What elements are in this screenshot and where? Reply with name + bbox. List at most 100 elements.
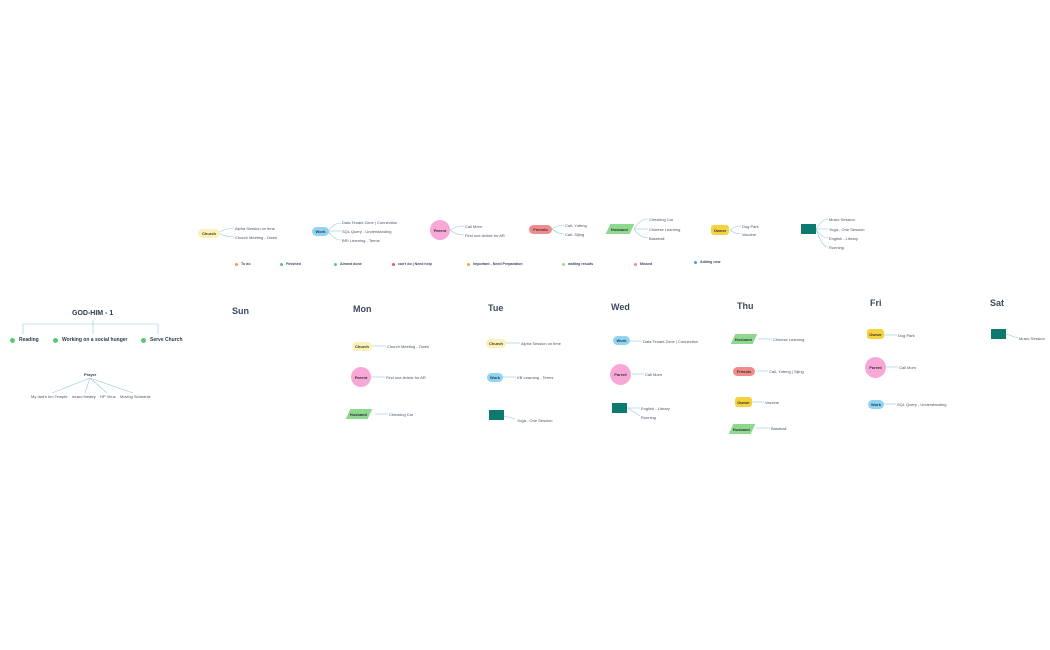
- teal-leaf-4: Running: [829, 245, 844, 250]
- prayer-leaf-1: My dad's hm Temple: [31, 394, 68, 399]
- legend-todo: To do: [235, 262, 251, 266]
- owner-node[interactable]: Owner: [711, 225, 729, 235]
- husband-leaf-1: Checking Car: [649, 217, 674, 222]
- prayer-leaf-4: Moving Schedule: [120, 394, 151, 399]
- parent-leaf-1: Call Mom: [465, 224, 482, 229]
- fri-parent-node[interactable]: Parent: [865, 357, 886, 378]
- legend-adding-dot: [694, 260, 697, 264]
- social-status-dot: [53, 337, 58, 343]
- teal-leaf-1: Music Session: [829, 217, 855, 222]
- owner-label: Owner: [713, 227, 727, 233]
- tue-church-leaf: Alpha Session on time: [521, 341, 561, 346]
- topic-reading[interactable]: Reading: [10, 337, 39, 343]
- legend-finished: Finished: [280, 262, 301, 266]
- teal-node[interactable]: [801, 224, 816, 234]
- tue-church-node[interactable]: Church: [486, 339, 506, 348]
- husband-leaf-3: Baseball: [649, 236, 665, 241]
- legend-todo-label: To do: [241, 262, 251, 266]
- work-leaf-3: BRI Learning - Terms: [342, 238, 380, 243]
- teal-leaf-3: English - Library: [829, 236, 858, 241]
- topic-serve-church[interactable]: Serve Church: [141, 337, 183, 343]
- friends-leaf-2: Call- Sijing: [565, 232, 585, 237]
- thu-friends-leaf: Call- Yufeng | Sijing: [769, 369, 804, 374]
- tue-teal-leaf: Yoga - One Session: [517, 418, 553, 423]
- legend-almost-done: Almost done: [334, 262, 362, 266]
- legend-finished-dot: [280, 262, 283, 266]
- legend-cant-do: can't do | Need help: [392, 262, 432, 266]
- fri-parent-leaf: Call Mom: [899, 365, 916, 370]
- church-label: Church: [202, 231, 216, 236]
- parent-node[interactable]: Parent: [430, 220, 450, 240]
- friends-node[interactable]: Friends: [529, 225, 552, 234]
- sat-teal-leaf: Music Session: [1019, 336, 1045, 341]
- legend-cant-label: can't do | Need help: [398, 262, 432, 266]
- legend-adding-label: Adding new: [700, 260, 721, 264]
- tue-church-label: Church: [489, 341, 503, 346]
- wed-parent-leaf: Call Mom: [645, 372, 662, 377]
- fri-owner-node[interactable]: Owner: [867, 329, 884, 339]
- wed-work-node[interactable]: Work: [613, 336, 630, 345]
- sat-teal-node[interactable]: [991, 329, 1006, 339]
- tue-teal-node[interactable]: [489, 410, 504, 420]
- legend-missed-label: Missed: [640, 262, 653, 266]
- serve-status-dot: [141, 337, 146, 343]
- thu-owner-leaf: Vaccine: [765, 400, 779, 405]
- parent-leaf-2: Find one Article for AR: [465, 233, 505, 238]
- tue-work-node[interactable]: Work: [487, 373, 503, 382]
- mon-church-label: Church: [355, 344, 369, 349]
- legend-important: Important - Need Preparation: [467, 262, 523, 266]
- prayer-leaf-2: music theatry: [72, 394, 96, 399]
- work-leaf-2: SQL Query - Understanding: [342, 229, 392, 234]
- thu-husband2-node[interactable]: Husband: [728, 424, 756, 434]
- work-label: Work: [315, 229, 326, 234]
- friends-label: Friends: [533, 227, 548, 232]
- husband-node[interactable]: Husband: [605, 224, 635, 234]
- mon-parent-leaf: Find one Article for AR: [386, 375, 426, 380]
- mon-parent-node[interactable]: Parent: [351, 367, 371, 387]
- mon-husband-node[interactable]: Husband: [345, 409, 373, 419]
- legend-waiting-label: waiting results: [568, 262, 594, 266]
- thu-husband-node[interactable]: Husband: [730, 334, 758, 344]
- topic-serve-label: Serve Church: [150, 337, 183, 343]
- thu-owner-label: Owner: [737, 399, 750, 405]
- day-sat: Sat: [990, 298, 1005, 308]
- owner-leaf-2: Vaccine: [742, 232, 756, 237]
- mon-church-leaf: Church Meeting - Owen: [387, 344, 430, 349]
- thu-friends-node[interactable]: Friends: [733, 367, 755, 376]
- prayer-leaf-3: HP Virus: [100, 394, 116, 399]
- day-tue: Tue: [488, 303, 504, 313]
- legend-waiting-dot: [562, 262, 565, 266]
- prayer-node[interactable]: Prayer: [84, 372, 97, 377]
- tue-work-label: Work: [490, 375, 500, 380]
- fri-work-node[interactable]: Work: [868, 400, 884, 409]
- fri-owner-leaf: Dog Park: [898, 333, 915, 338]
- church-leaf-1: Alpha Session on time: [235, 226, 275, 231]
- tue-work-leaf: KB Learning - Terms: [517, 375, 554, 380]
- fri-work-leaf: SQL Query - Understanding: [897, 402, 947, 407]
- legend-adding: Adding new: [694, 260, 720, 264]
- topic-social-hunger[interactable]: Working on a social hunger: [53, 337, 127, 343]
- church-node[interactable]: Church: [198, 229, 220, 238]
- legend-todo-dot: [235, 262, 238, 266]
- godhim-title: GOD-HIM - 1: [72, 310, 114, 317]
- wed-teal-node[interactable]: [612, 403, 627, 413]
- wed-teal-leaf-2: Running: [641, 415, 656, 420]
- thu-husband-leaf: Chinese Learning: [773, 337, 805, 342]
- mon-church-node[interactable]: Church: [352, 342, 372, 351]
- wed-parent-label: Parent: [614, 372, 627, 377]
- thu-husband-label: Husband: [735, 336, 753, 342]
- thu-owner-node[interactable]: Owner: [735, 397, 752, 407]
- mon-husband-leaf: Checking Car: [389, 412, 414, 417]
- work-leaf-1: Data Tenant Zone | Connection: [342, 220, 398, 225]
- mon-husband-label: Husband: [350, 411, 368, 417]
- husband-leaf-2: Chinese Learning: [649, 227, 681, 232]
- fri-work-label: Work: [871, 402, 881, 407]
- church-leaf-2: Church Meeting - Owen: [235, 235, 278, 240]
- fri-parent-label: Parent: [869, 365, 882, 370]
- work-node[interactable]: Work: [312, 227, 329, 236]
- wed-parent-node[interactable]: Parent: [610, 364, 631, 385]
- legend-missed: Missed: [634, 262, 652, 266]
- thu-husband2-leaf: Baseball: [771, 426, 787, 431]
- legend-important-dot: [467, 262, 470, 266]
